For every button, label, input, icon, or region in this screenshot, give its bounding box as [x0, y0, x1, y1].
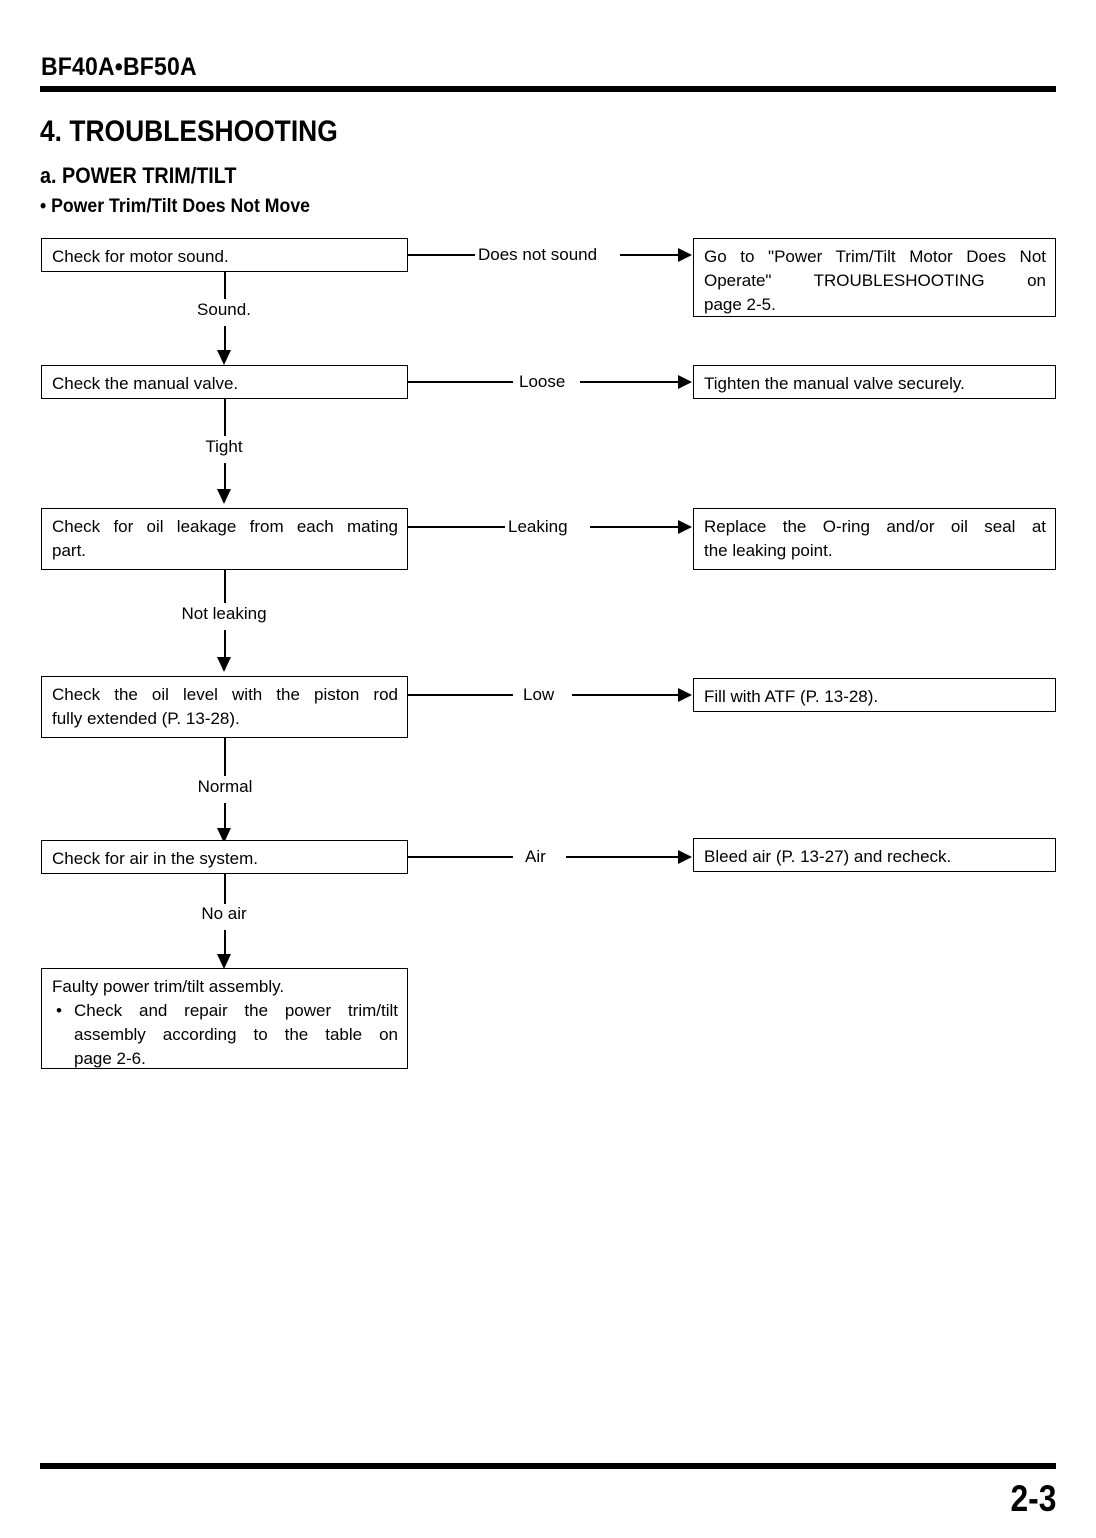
subsection-heading: a. POWER TRIM/TILT [40, 163, 237, 188]
branch-arrow-3 [678, 520, 692, 534]
pass-label-normal: Normal [197, 777, 253, 796]
check-box-air-system-line-1: Check for air in the system. [52, 849, 258, 868]
branch-line-4b [572, 694, 680, 696]
branch-line-5b [566, 856, 680, 858]
pass-label-tight: Tight [205, 437, 243, 456]
pass-line-5a [224, 874, 226, 904]
terminal-box-bullet-row: • Check and repair the power trim/tilt a… [52, 999, 398, 1071]
footer-rule [40, 1463, 1056, 1469]
check-box-oil-level-line-1: Check the oil level with the piston rod [52, 685, 398, 704]
pass-arrow-3 [217, 657, 231, 672]
branch-label-leaking: Leaking [505, 517, 571, 537]
branch-arrow-5 [678, 850, 692, 864]
branch-label-low: Low [520, 685, 558, 705]
action-box-motor-not-operate-line-3: page 2-5. [704, 295, 776, 315]
check-box-air-system: Check for air in the system. [41, 840, 408, 874]
check-box-oil-leakage-line-1: Check for oil leakage from each mating [52, 517, 398, 536]
check-box-motor-sound: Check for motor sound. [41, 238, 408, 272]
check-box-manual-valve-line-1: Check the manual valve. [52, 374, 239, 393]
action-box-bleed-air: Bleed air (P. 13-27) and recheck. [693, 838, 1056, 872]
check-box-motor-sound-line-1: Check for motor sound. [52, 247, 229, 266]
pass-line-1b [224, 326, 226, 354]
check-box-oil-level: Check the oil level with the piston rod … [41, 676, 408, 738]
pass-label-not-leaking: Not leaking [181, 604, 267, 623]
branch-label-air: Air [522, 847, 549, 867]
page-number: 2-3 [1010, 1478, 1056, 1519]
action-box-motor-not-operate-line-2: Operate" TROUBLESHOOTING on [704, 271, 1046, 291]
action-box-replace-oring-line-1: Replace the O-ring and/or oil seal at [704, 517, 1046, 536]
pass-line-1a [224, 272, 226, 299]
branch-arrow-4 [678, 688, 692, 702]
terminal-box-faulty-assembly: Faulty power trim/tilt assembly. • Check… [41, 968, 408, 1069]
branch-line-1a [408, 254, 513, 256]
pass-label-no-air: No air [201, 904, 247, 923]
action-box-fill-atf-line-1: Fill with ATF (P. 13-28). [704, 687, 879, 706]
terminal-box-title: Faulty power trim/tilt assembly. [52, 977, 285, 996]
topic-heading: • Power Trim/Tilt Does Not Move [40, 196, 310, 217]
model-title: BF40A•BF50A [41, 53, 197, 81]
branch-arrow-1 [678, 248, 692, 262]
pass-arrow-2 [217, 489, 231, 504]
pass-line-3b [224, 630, 226, 661]
branch-line-1b [620, 254, 680, 256]
bullet-glyph: • [56, 1001, 62, 1021]
branch-label-loose: Loose [516, 372, 569, 392]
branch-line-3b [590, 526, 680, 528]
branch-label-does-not-sound: Does not sound [475, 245, 601, 265]
branch-line-3a [408, 526, 508, 528]
pass-arrow-5 [217, 954, 231, 969]
check-box-oil-level-line-2: fully extended (P. 13-28). [52, 709, 240, 729]
terminal-box-body-line-2: assembly according to the table on [74, 1025, 398, 1045]
pass-arrow-4 [217, 828, 231, 843]
action-box-bleed-air-line-1: Bleed air (P. 13-27) and recheck. [704, 847, 952, 866]
pass-line-2a [224, 399, 226, 436]
pass-label-sound: Sound. [197, 300, 251, 319]
check-box-manual-valve: Check the manual valve. [41, 365, 408, 399]
branch-line-2b [580, 381, 680, 383]
action-box-tighten-valve-line-1: Tighten the manual valve securely. [704, 374, 965, 393]
pass-line-3a [224, 570, 226, 603]
pass-line-2b [224, 463, 226, 493]
pass-line-4b [224, 803, 226, 832]
branch-arrow-2 [678, 375, 692, 389]
action-box-tighten-valve: Tighten the manual valve securely. [693, 365, 1056, 399]
action-box-motor-not-operate-line-1: Go to "Power Trim/Tilt Motor Does Not [704, 247, 1046, 266]
pass-line-4a [224, 738, 226, 776]
action-box-replace-oring-line-2: the leaking point. [704, 541, 833, 561]
check-box-oil-leakage-line-2: part. [52, 541, 87, 561]
pass-arrow-1 [217, 350, 231, 365]
action-box-fill-atf: Fill with ATF (P. 13-28). [693, 678, 1056, 712]
section-heading: 4. TROUBLESHOOTING [40, 115, 338, 148]
pass-line-5b [224, 930, 226, 958]
terminal-box-body-line-1: Check and repair the power trim/tilt [74, 1001, 398, 1021]
branch-line-2a [408, 381, 513, 383]
action-box-motor-not-operate: Go to "Power Trim/Tilt Motor Does Not Op… [693, 238, 1056, 317]
branch-line-5a [408, 856, 513, 858]
terminal-box-body-line-3: page 2-6. [74, 1049, 146, 1069]
action-box-replace-oring: Replace the O-ring and/or oil seal at th… [693, 508, 1056, 570]
header-rule [40, 86, 1056, 92]
check-box-oil-leakage: Check for oil leakage from each mating p… [41, 508, 408, 570]
branch-line-4a [408, 694, 513, 696]
